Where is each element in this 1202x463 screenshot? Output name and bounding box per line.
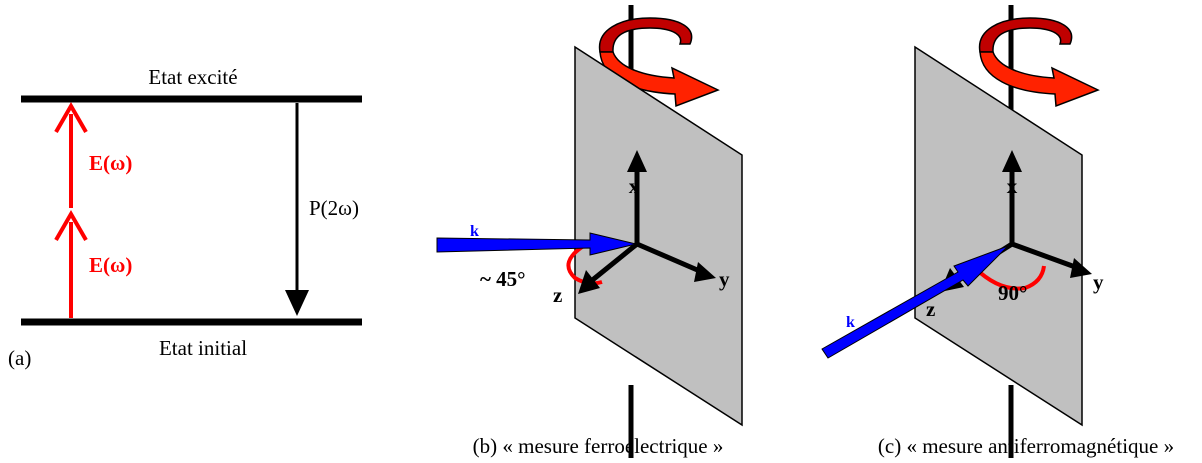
panel-a-label: (a) [8, 346, 31, 370]
angle-arc [973, 265, 1046, 291]
panel-b-caption: (b) « mesure ferroélectrique » [473, 434, 724, 458]
panel-c-caption: (c) « mesure antiferromagnétique » [878, 434, 1174, 458]
rotation-arrow [978, 17, 1100, 108]
excitation-arrow-upper [54, 101, 88, 208]
photon-2-label: E(ω) [89, 253, 132, 277]
emission-label: P(2ω) [309, 196, 359, 220]
axis-y-label: y [1093, 270, 1104, 294]
panel-c: k x y z 90° (c) « mesure antiferromagnét… [821, 5, 1174, 458]
axis-z-label: z [553, 283, 562, 307]
axis-x-label: x [629, 174, 640, 198]
wavevector-label: k [470, 223, 479, 240]
axis-y-arrow [1011, 241, 1079, 271]
upper-level-label: Etat excité [148, 65, 237, 89]
sample-plane [574, 45, 743, 427]
sample-plane [914, 45, 1083, 427]
angle-label: ~ 45° [480, 267, 526, 291]
emission-arrow [285, 103, 309, 316]
photon-1-label: E(ω) [89, 151, 132, 175]
panel-b: k x y z ~ 45° (b) « mesure ferroélectriq… [436, 5, 743, 458]
axis-z-label: z [926, 297, 935, 321]
angle-label: 90° [998, 281, 1027, 305]
panel-a: Etat excité Etat initial (a) E(ω) E(ω) P… [8, 65, 362, 370]
wavevector-arrow [436, 232, 637, 256]
wavevector-arrow [821, 245, 1009, 359]
lower-level-label: Etat initial [159, 336, 247, 360]
axis-x-label: x [1007, 174, 1018, 198]
excitation-arrow-lower [54, 209, 88, 318]
axis-z-arrow [588, 242, 639, 284]
wavevector-label: k [846, 314, 855, 331]
axis-y-arrow [636, 241, 703, 275]
axis-y-label: y [719, 267, 730, 291]
